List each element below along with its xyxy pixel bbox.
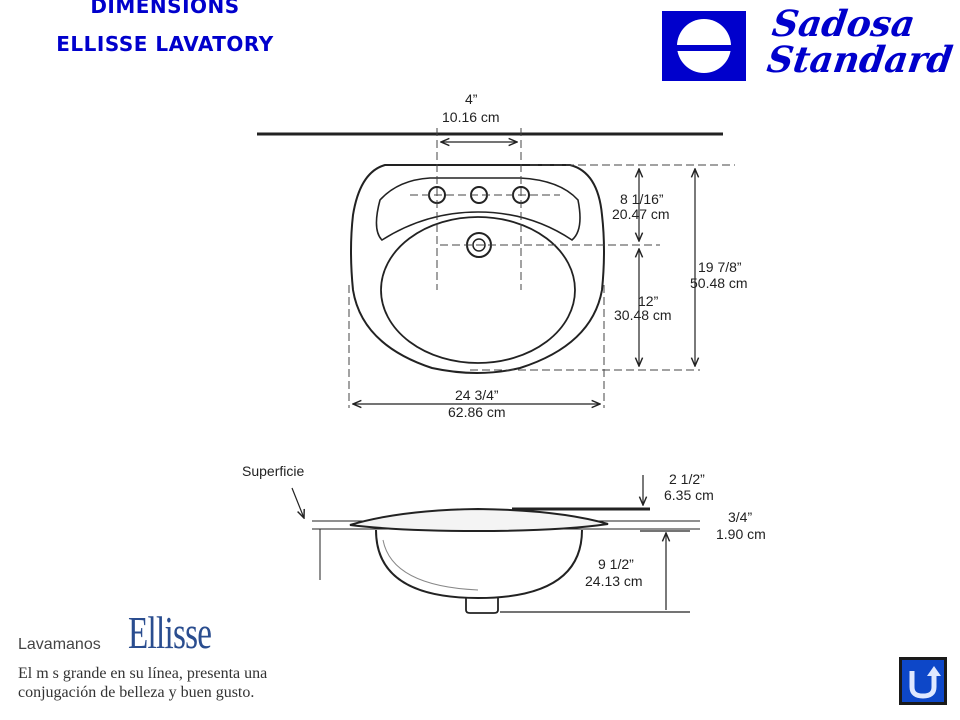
dim-rim-height-in: 2 1/2”: [669, 471, 705, 487]
caption-product-name: Ellisse: [128, 607, 212, 658]
dim-rim-thickness-in: 3/4”: [728, 509, 753, 525]
dim-total-depth-cm: 50.48 cm: [690, 275, 748, 291]
dim-bowl-depth-in: 9 1/2”: [598, 556, 634, 572]
deck-shelf: [375, 177, 581, 242]
center-lines: [348, 128, 735, 408]
dim-faucet-spacing-in: 4”: [465, 91, 478, 107]
dim-bowl-depth-cm: 24.13 cm: [585, 573, 643, 589]
basin-outline: [350, 164, 605, 374]
dim-total-width-cm: 62.86 cm: [448, 404, 506, 420]
dim-drain-front-in: 12”: [638, 293, 659, 309]
bowl-outline: [380, 216, 576, 364]
brand-logo: [648, 5, 952, 85]
title-line-1: DIMENSIONS: [90, 0, 240, 18]
dim-rim-height-cm: 6.35 cm: [664, 487, 714, 503]
brand-emblem-icon: [662, 11, 746, 81]
return-arrow-icon: [902, 660, 944, 702]
dim-faucet-spacing-cm: 10.16 cm: [442, 109, 500, 125]
bowl-shading: [382, 539, 479, 591]
return-button[interactable]: [899, 657, 947, 705]
caption-label: Lavamanos: [18, 636, 101, 653]
dimension-arrows: [353, 142, 695, 404]
drain-profile: [465, 598, 499, 614]
drain-inner: [472, 238, 486, 252]
surface-pointer: [291, 487, 304, 518]
dim-drain-back-in: 8 1/16”: [620, 191, 664, 207]
title-line-2: ELLISSE LAVATORY: [56, 32, 274, 56]
label-surface: Superficie: [242, 463, 305, 479]
dim-total-depth-in: 19 7/8”: [698, 259, 742, 275]
dim-drain-front-cm: 30.48 cm: [614, 307, 672, 323]
bowl-profile: [375, 529, 583, 600]
rim-profile: [349, 507, 609, 533]
caption-description: El m s grande en su línea, presenta una …: [18, 665, 268, 701]
dim-rim-thickness-cm: 1.90 cm: [716, 526, 766, 542]
dim-drain-back-cm: 20.47 cm: [612, 206, 670, 222]
side-dimension-arrows: [500, 475, 690, 613]
dim-total-width-in: 24 3/4”: [455, 387, 499, 403]
